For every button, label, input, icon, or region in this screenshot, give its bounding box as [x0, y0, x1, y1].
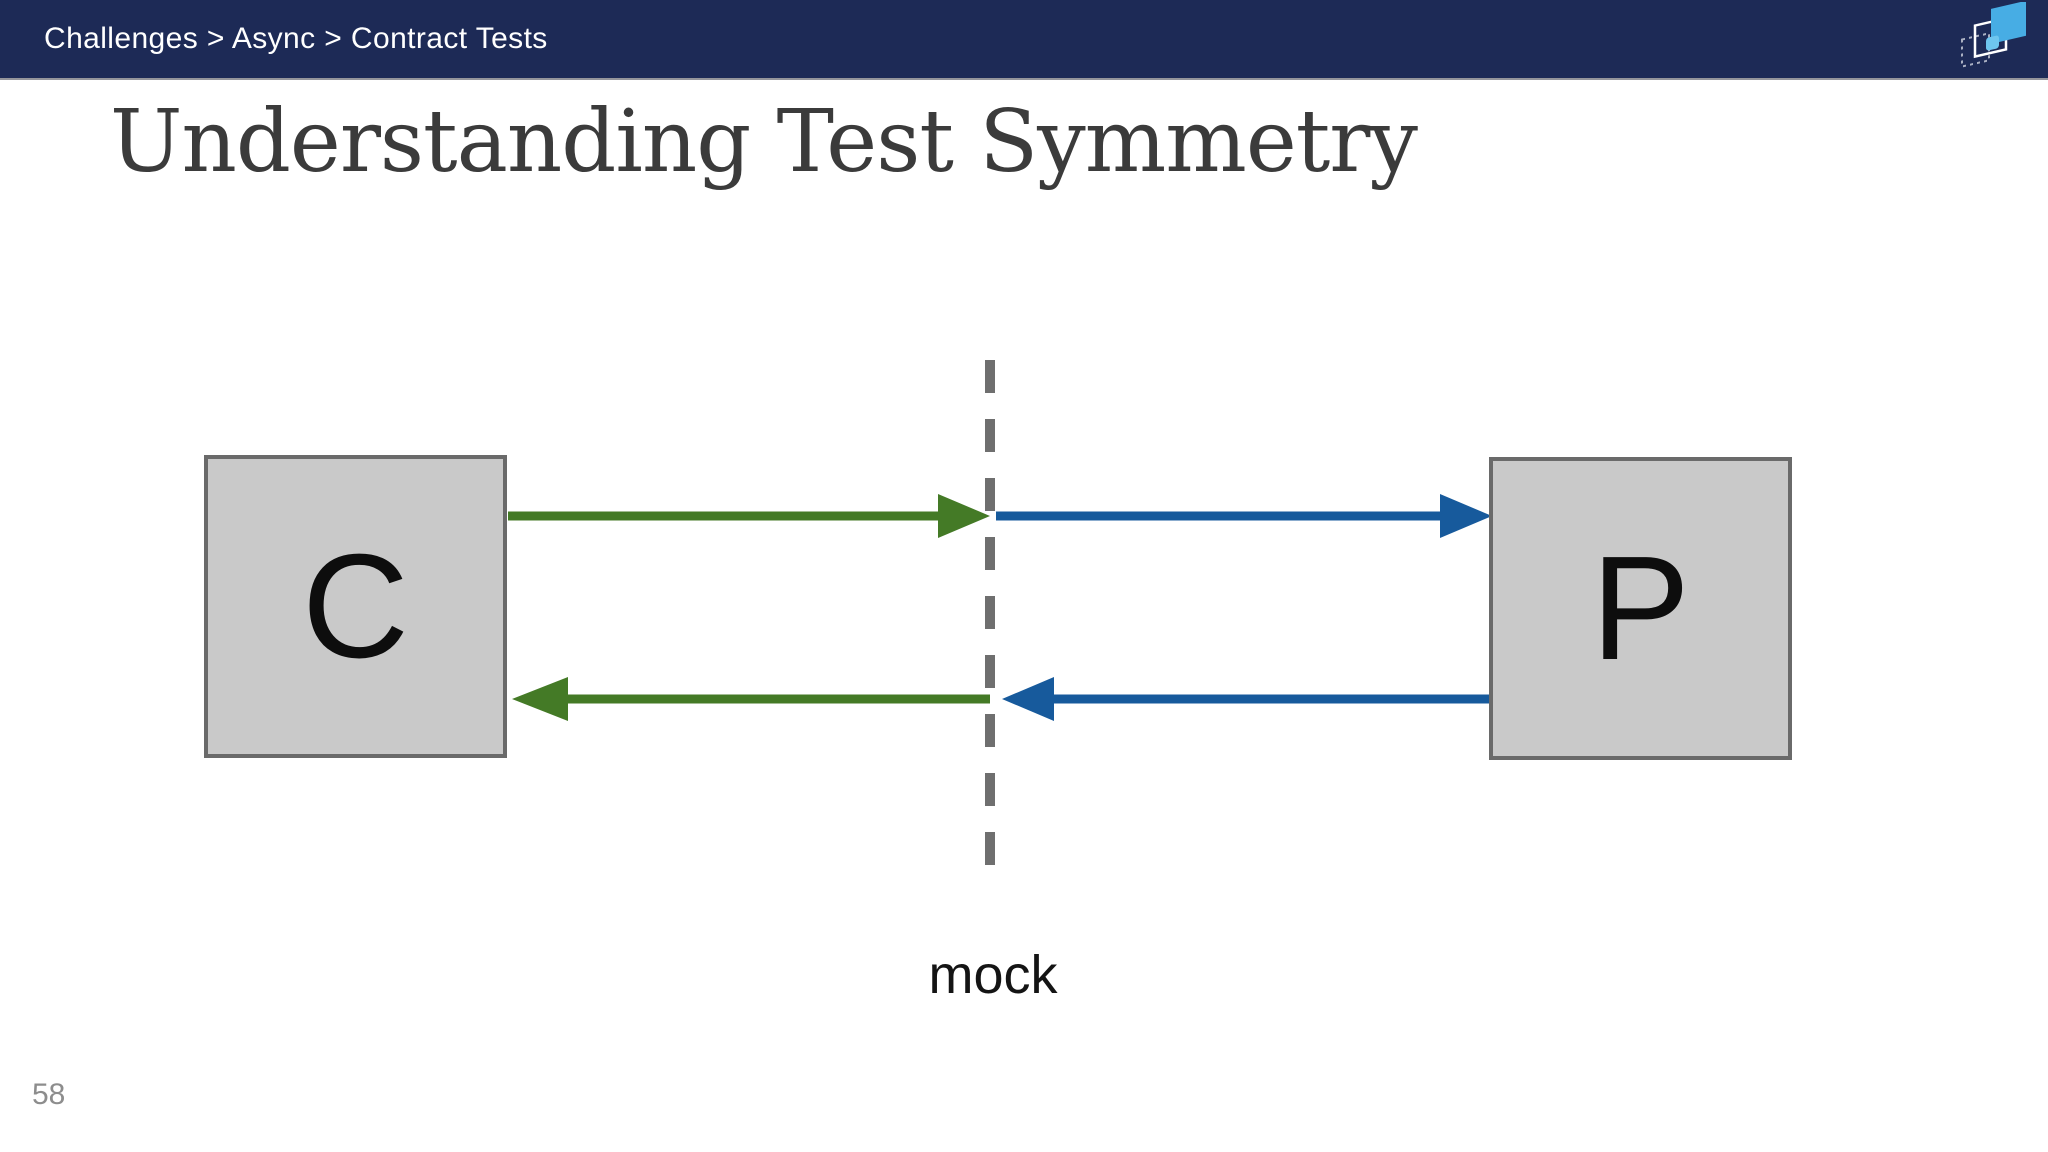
- provider-response-arrowhead: [1002, 677, 1054, 721]
- consumer-response-arrow: [512, 677, 990, 721]
- consumer-response-arrowhead: [512, 677, 568, 721]
- consumer-box: C: [204, 455, 507, 758]
- provider-request-arrowhead: [1440, 494, 1492, 538]
- provider-request-arrow: [996, 494, 1492, 538]
- provider-response-arrow: [1002, 677, 1490, 721]
- consumer-request-arrow: [508, 494, 990, 538]
- mock-label: mock: [928, 945, 1058, 1005]
- logo-corner-square: [1986, 35, 1999, 51]
- provider-box: P: [1489, 457, 1792, 760]
- header-bar: Challenges > Async > Contract Tests: [0, 0, 2048, 80]
- consumer-request-arrowhead: [938, 494, 990, 538]
- overlapping-squares-logo-icon: [1961, 2, 2026, 68]
- consumer-label: C: [302, 523, 409, 689]
- page-number: 58: [32, 1078, 66, 1111]
- page-title: Understanding Test Symmetry: [110, 92, 1418, 192]
- provider-label: P: [1591, 525, 1690, 691]
- logo-blue-square: [1991, 2, 2026, 44]
- breadcrumb: Challenges > Async > Contract Tests: [44, 22, 548, 55]
